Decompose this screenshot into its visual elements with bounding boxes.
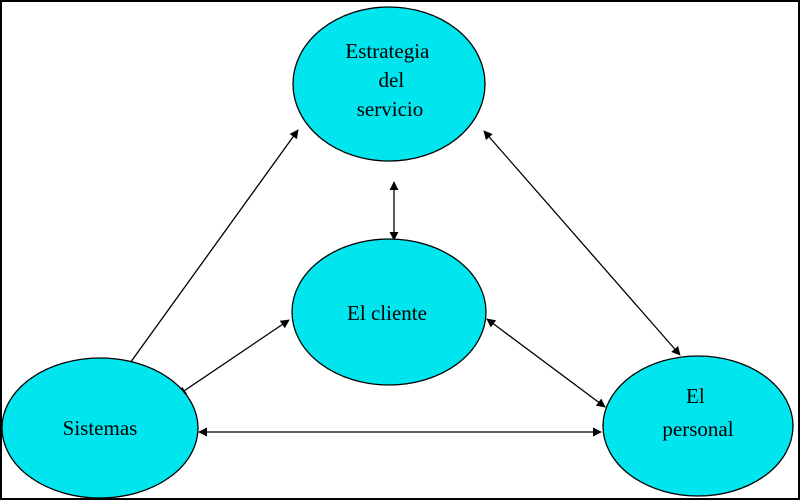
edge-cliente-personal	[486, 318, 606, 408]
node-shape	[2, 357, 199, 498]
node-label: Sistemas	[63, 416, 138, 440]
edge-cliente-sistemas	[177, 319, 290, 396]
node-el-cliente: El cliente	[291, 238, 487, 386]
node-label: El personal	[662, 384, 733, 441]
node-shape	[291, 238, 487, 386]
node-estrategia-del-servicio: Estrategia del servicio	[292, 6, 486, 162]
node-el-personal: El personal	[602, 355, 794, 497]
node-shape	[602, 355, 794, 497]
node-label: El cliente	[347, 301, 427, 325]
node-shape	[292, 6, 486, 162]
edges	[124, 129, 681, 437]
edge-estrategia-personal	[483, 130, 681, 356]
edge-estrategia-sistemas	[124, 129, 299, 371]
node-sistemas: Sistemas	[2, 357, 199, 498]
node-label: Estrategia del servicio	[345, 39, 434, 121]
